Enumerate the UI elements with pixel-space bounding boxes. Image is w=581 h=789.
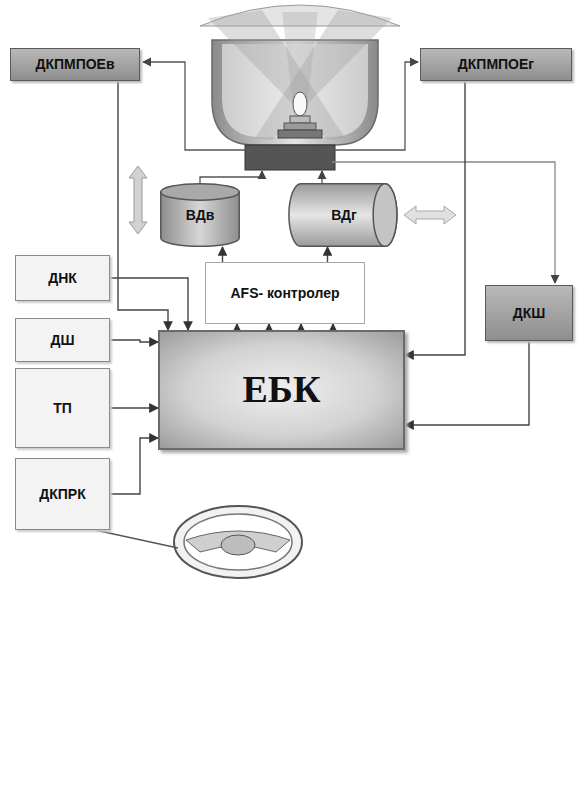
node-label: ДКПМПОЕг (458, 56, 534, 73)
sensor-box: ДКШ (485, 285, 573, 341)
bulb-glass (293, 92, 307, 116)
node-label: ДКПМПОЕв (35, 56, 114, 73)
drive-link (200, 171, 262, 184)
lamp-bulb (278, 92, 322, 138)
vertical-motion-arrow (129, 166, 147, 234)
signal-connector (327, 247, 328, 262)
signal-connector (110, 278, 188, 330)
node-label: ДКПРК (39, 486, 85, 503)
signal-connector (110, 438, 158, 494)
wheel-rim-inner (184, 514, 292, 570)
bulb-socket (284, 123, 316, 130)
node-label: ТП (53, 400, 72, 417)
node-label: ВДг (331, 207, 357, 224)
bulb-socket (278, 130, 322, 138)
node-label: ДШ (50, 332, 74, 349)
horizontal-motion-arrow (404, 206, 456, 224)
cylinder-end (373, 184, 397, 247)
sensor-wire (332, 62, 418, 150)
drive-link (321, 171, 322, 184)
node-label: ВДв (186, 207, 215, 224)
signal-connector (110, 340, 158, 342)
light-beam (255, 10, 392, 140)
controller-box: AFS- контролер (205, 262, 365, 324)
wheel-hub (221, 535, 255, 555)
signal-connector (110, 407, 158, 408)
sensor-wire (95, 530, 178, 548)
headlamp-base (245, 145, 335, 170)
cylinder-top (161, 184, 239, 201)
actuator-cylinder: ВДв (160, 183, 240, 247)
control-unit-box: ЕБК (158, 330, 405, 450)
steering-wheel (174, 506, 302, 578)
signal-connector (405, 81, 465, 355)
node-label: ДКШ (513, 305, 546, 322)
cylinder-body (289, 184, 397, 247)
sensor-box: ДШ (15, 318, 110, 362)
actuator-cylinder: ВДг (290, 183, 398, 247)
sensor-box: ДКПРК (15, 458, 110, 530)
node-label: ЕБК (242, 367, 320, 413)
sensor-box: ТП (15, 368, 110, 448)
bulb-socket (290, 116, 310, 123)
node-label: ДНК (48, 270, 77, 287)
sensor-box: ДКПМПОЕг (420, 48, 572, 81)
node-label: AFS- контролер (230, 285, 339, 302)
sensor-box: ДНК (15, 255, 110, 301)
signal-connector (405, 341, 529, 425)
sensor-box: ДКПМПОЕв (10, 48, 140, 81)
signal-connector (222, 247, 223, 262)
sensor-wire (143, 62, 248, 150)
wheel-rim (174, 506, 302, 578)
light-beam (282, 12, 318, 132)
